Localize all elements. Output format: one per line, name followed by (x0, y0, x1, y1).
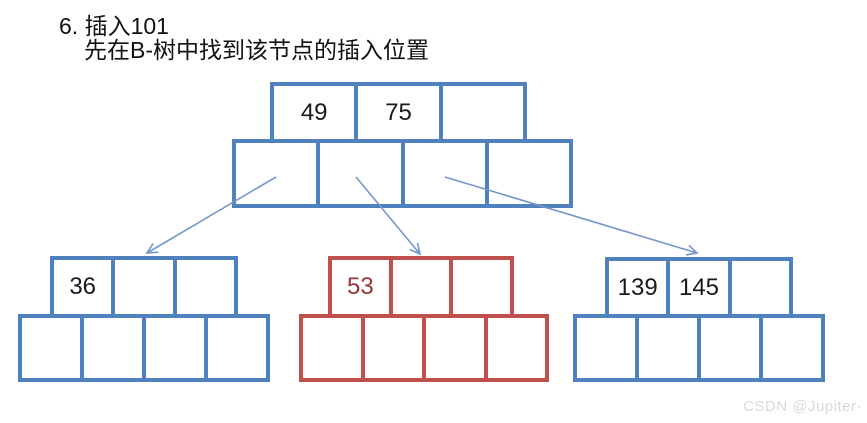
pointer-cell (204, 318, 266, 378)
page-title: 6. 插入101 (59, 13, 169, 39)
btree-root-pointer-row (232, 139, 573, 208)
pointer-cell (697, 318, 759, 378)
btree-node-left-key-row: 36 (50, 256, 238, 318)
pointer-cell (483, 318, 546, 378)
pointer-cell (316, 143, 400, 204)
key-cell (111, 260, 172, 314)
key-cell (172, 260, 234, 314)
key-cell (727, 261, 789, 314)
pointer-cell (400, 143, 485, 204)
btree-node-middle-pointer-row (299, 314, 549, 382)
pointer-cell (142, 318, 204, 378)
pointer-cell (577, 318, 635, 378)
key-cell (449, 260, 510, 314)
pointer-cell (80, 318, 142, 378)
pointer-cell (22, 318, 80, 378)
pointer-cell (360, 318, 423, 378)
pointer-cell (635, 318, 697, 378)
pointer-cell (759, 318, 821, 378)
watermark: CSDN @Jupiter· (743, 398, 862, 415)
btree-node-left-pointer-row (18, 314, 270, 382)
pointer-cell (422, 318, 484, 378)
pointer-cell (303, 318, 361, 378)
key-cell: 75 (354, 86, 438, 139)
page-subtitle: 先在B-树中找到该节点的插入位置 (84, 37, 429, 63)
key-cell (438, 86, 523, 139)
key-cell: 36 (69, 273, 97, 300)
pointer-cell (236, 143, 316, 204)
btree-node-middle-key-row: 53 (328, 256, 514, 318)
key-cell-highlighted: 53 (346, 273, 374, 300)
key-cell (388, 260, 450, 314)
btree-node-right-pointer-row (573, 314, 825, 382)
key-cell: 139 (617, 273, 658, 301)
key-cell: 49 (300, 98, 328, 126)
btree-root-key-row: 49 75 (270, 82, 527, 143)
btree-node-right-key-row: 139 145 (605, 257, 793, 318)
key-cell: 145 (666, 261, 727, 314)
pointer-cell (484, 143, 569, 204)
